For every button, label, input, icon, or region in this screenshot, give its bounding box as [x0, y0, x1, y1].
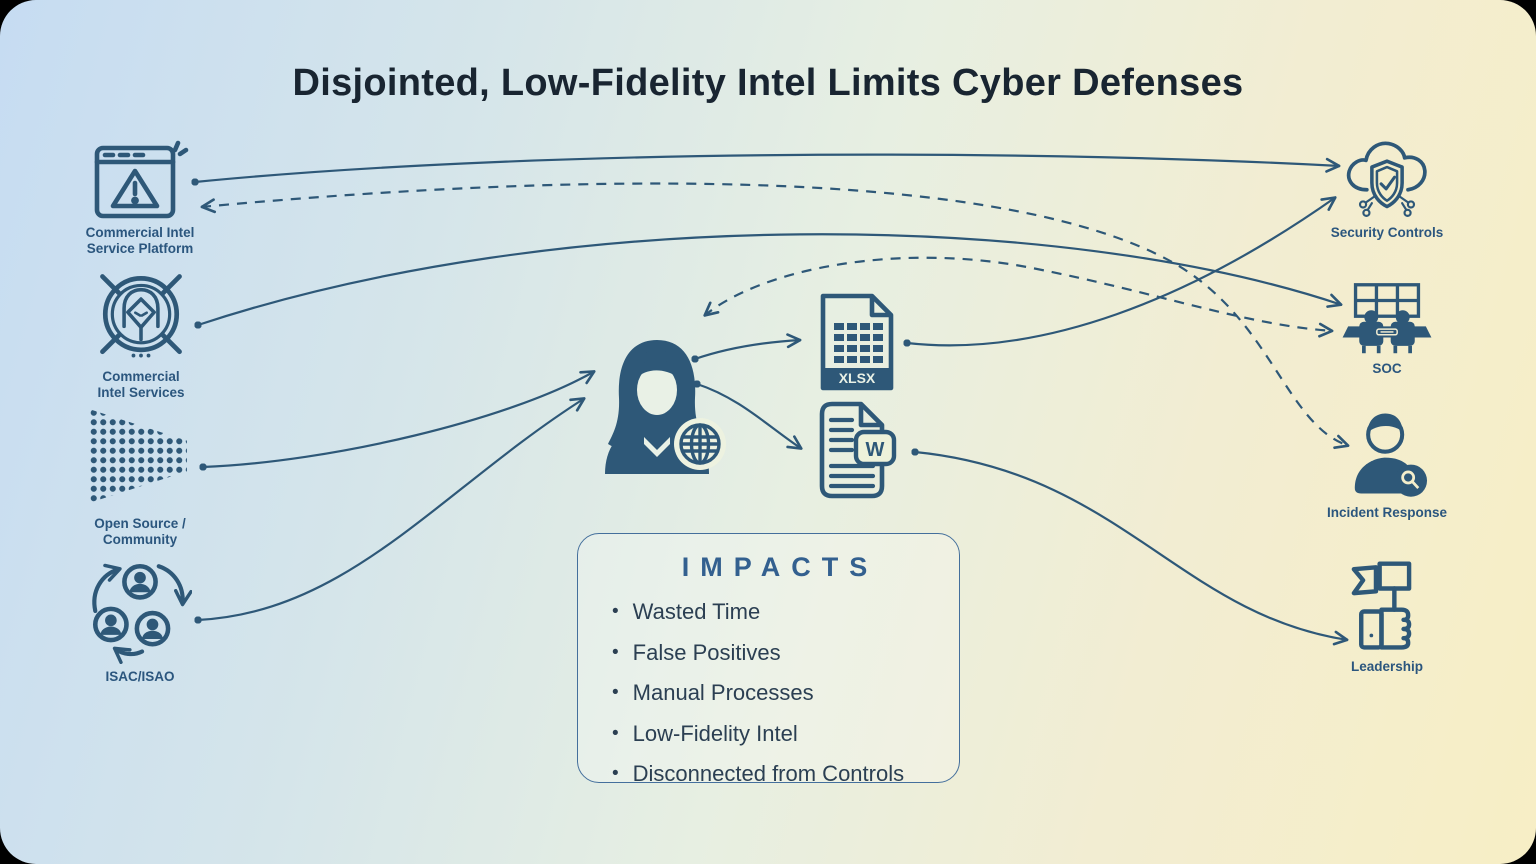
destination-label: SOC	[1372, 361, 1402, 376]
impact-item: Disconnected from Controls	[612, 755, 959, 796]
destination-label: Leadership	[1350, 659, 1424, 674]
impact-item: Manual Processes	[612, 674, 959, 715]
source-label: ISAC/ISAO	[105, 669, 175, 684]
dotted-cone-icon	[89, 408, 187, 504]
source-label: Open Source / Community	[94, 516, 186, 548]
destination-security-controls: Security Controls	[1302, 136, 1472, 241]
destination-incident-response: Incident Response	[1312, 408, 1462, 521]
impact-item: False Positives	[612, 634, 959, 675]
investigator-icon	[1354, 413, 1428, 497]
intel-analyst	[582, 326, 732, 476]
source-label: Commercial Intel Services	[97, 369, 185, 401]
edge-platform-to-security-controls	[191, 153, 1341, 186]
alert-browser-icon	[94, 140, 189, 219]
cloud-shield-icon	[1346, 141, 1427, 217]
impacts-title: IMPACTS	[681, 552, 879, 582]
edge-dashed-analyst-soc	[703, 256, 1334, 338]
output-word-document: W	[814, 400, 900, 500]
destination-soc: SOC	[1312, 282, 1462, 377]
edge-isac-to-analyst	[194, 397, 586, 624]
edge-intel-services-to-soc	[194, 233, 1343, 329]
word-badge-label: W	[866, 439, 885, 461]
impacts-panel: IMPACTS Wasted Time False Positives Manu…	[577, 533, 960, 786]
source-commercial-intel-services: Commercial Intel Services	[56, 268, 226, 401]
analyst-woman-icon	[605, 340, 726, 474]
word-doc-icon: W	[819, 401, 897, 499]
impact-item: Wasted Time	[612, 593, 959, 634]
edge-dashed-platform-incident-response	[200, 182, 1350, 450]
edge-open-source-to-analyst	[199, 370, 596, 471]
sharing-community-icon	[92, 563, 192, 664]
source-isac-isao: ISAC/ISAO	[52, 560, 228, 685]
xlsx-file-icon: XLSX	[820, 293, 894, 391]
source-label: Commercial Intel Service Platform	[85, 225, 195, 257]
page-title: Disjointed, Low-Fidelity Intel Limits Cy…	[292, 62, 1244, 104]
threat-actor-icon	[100, 274, 182, 358]
xlsx-banner-label: XLSX	[839, 370, 876, 386]
output-spreadsheet: XLSX	[816, 292, 898, 392]
soc-operators-icon	[1342, 283, 1432, 354]
destination-label: Incident Response	[1326, 505, 1448, 520]
destination-label: Security Controls	[1330, 225, 1444, 240]
impact-item: Low-Fidelity Intel	[612, 715, 959, 756]
edge-word-doc-to-leadership	[911, 448, 1349, 646]
source-commercial-intel-service-platform: Commercial Intel Service Platform	[52, 140, 228, 257]
flag-in-hand-icon	[1351, 561, 1412, 650]
destination-leadership: Leadership	[1312, 558, 1462, 675]
source-open-source-community: Open Source / Community	[54, 408, 226, 548]
